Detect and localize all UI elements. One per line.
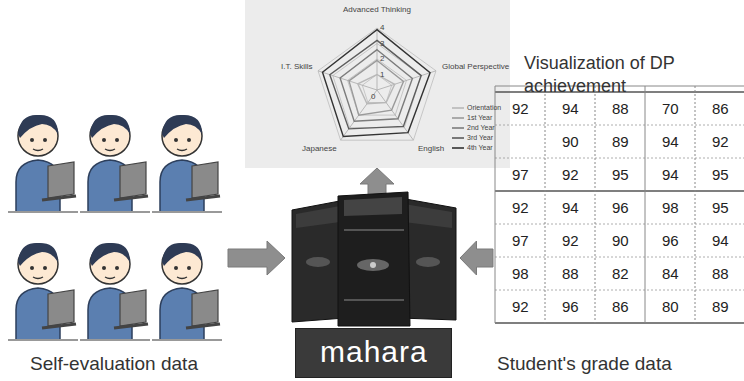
axis-label: Japanese — [302, 144, 337, 153]
legend-sample — [452, 127, 464, 129]
legend-sample — [452, 117, 464, 119]
axis-label: Advanced Thinking — [343, 5, 411, 14]
table-rule — [495, 290, 744, 291]
table-rule — [695, 86, 696, 323]
axis-label: I.T. Skills — [281, 62, 313, 71]
table-cell: 98 — [512, 265, 529, 282]
table-cell: 94 — [662, 166, 679, 183]
table-cell: 95 — [712, 199, 729, 216]
table-cell: 94 — [562, 199, 579, 216]
table-cell: 86 — [712, 100, 729, 117]
caption-text: Visualization of DP achievement — [524, 52, 739, 97]
table-cell: 95 — [712, 166, 729, 183]
caption-text: Student's grade data — [497, 352, 672, 376]
table-cell: 92 — [512, 298, 529, 315]
table-rule — [495, 190, 744, 191]
block-arrow — [460, 241, 493, 275]
table-cell: 95 — [612, 166, 629, 183]
table-cell: 80 — [662, 298, 679, 315]
radar-axis — [377, 28, 378, 90]
table-grid — [495, 86, 744, 323]
table-cell: 94 — [712, 232, 729, 249]
table-cell: 92 — [562, 166, 579, 183]
table-cell: 89 — [712, 298, 729, 315]
table-cell: 92 — [512, 100, 529, 117]
table-cell: 86 — [612, 298, 629, 315]
table-rule — [495, 322, 744, 323]
table-cell: 96 — [612, 199, 629, 216]
radar-series — [349, 61, 404, 116]
table-cell: 84 — [662, 265, 679, 282]
logo-box: mahara — [295, 328, 452, 378]
table-cell: 70 — [662, 100, 679, 117]
legend-samples — [452, 108, 464, 148]
tick-label: 0 — [371, 92, 375, 101]
table-cell: 90 — [612, 232, 629, 249]
table-cell: 88 — [712, 265, 729, 282]
axis-label: English — [418, 144, 444, 153]
axis-label: Global Perspective — [442, 62, 509, 71]
table-cell: 92 — [562, 232, 579, 249]
tick-label: 3 — [380, 39, 384, 48]
table-cell: 97 — [512, 166, 529, 183]
table-cell: 92 — [712, 133, 729, 150]
server-illustration — [292, 192, 456, 326]
table-cell: 88 — [612, 100, 629, 117]
table-cell: 94 — [562, 100, 579, 117]
table-cell: 89 — [612, 133, 629, 150]
table-cell: 97 — [512, 232, 529, 249]
radar-chart — [318, 28, 436, 140]
table-rule — [495, 224, 744, 225]
legend-sample — [452, 137, 464, 139]
legend-text: 3rd Year — [467, 134, 493, 141]
radar-grid — [318, 28, 436, 140]
legend-text: 4th Year — [467, 144, 493, 151]
caption-text: Self-evaluation data — [30, 352, 198, 376]
chart-panel: Visualization of DP achievement — [245, 0, 510, 168]
chart-panel — [245, 0, 510, 168]
legend-text: 2nd Year — [467, 124, 495, 131]
people-icons — [8, 115, 222, 340]
table-cell: 96 — [662, 232, 679, 249]
table-cell: 92 — [512, 199, 529, 216]
block-arrow — [228, 241, 285, 275]
table-cell: 82 — [612, 265, 629, 282]
legend-text: Orientation — [467, 104, 501, 111]
table-rule — [495, 86, 496, 323]
table-cell: 90 — [562, 133, 579, 150]
table-rule — [495, 125, 744, 126]
table-rule — [545, 86, 546, 323]
self-evaluation-group: Self-evaluation data — [0, 100, 228, 381]
tick-label: 2 — [380, 54, 384, 63]
legend-sample — [452, 147, 464, 149]
tick-label: 1 — [380, 70, 384, 79]
table-cell: 94 — [662, 133, 679, 150]
table-cell: 88 — [562, 265, 579, 282]
table-cell: 98 — [662, 199, 679, 216]
legend-text: 1st Year — [467, 114, 492, 121]
table-rule — [495, 257, 744, 258]
radar-series — [358, 75, 395, 104]
table-rule — [595, 86, 596, 323]
table-rule — [495, 158, 744, 159]
logo-text: mahara — [320, 335, 428, 369]
radar-series — [323, 30, 431, 137]
legend-sample — [452, 107, 464, 109]
table-rule — [645, 86, 646, 323]
tick-label: 4 — [380, 23, 384, 32]
server-node: mahara — [285, 200, 460, 381]
table-cell: 96 — [562, 298, 579, 315]
